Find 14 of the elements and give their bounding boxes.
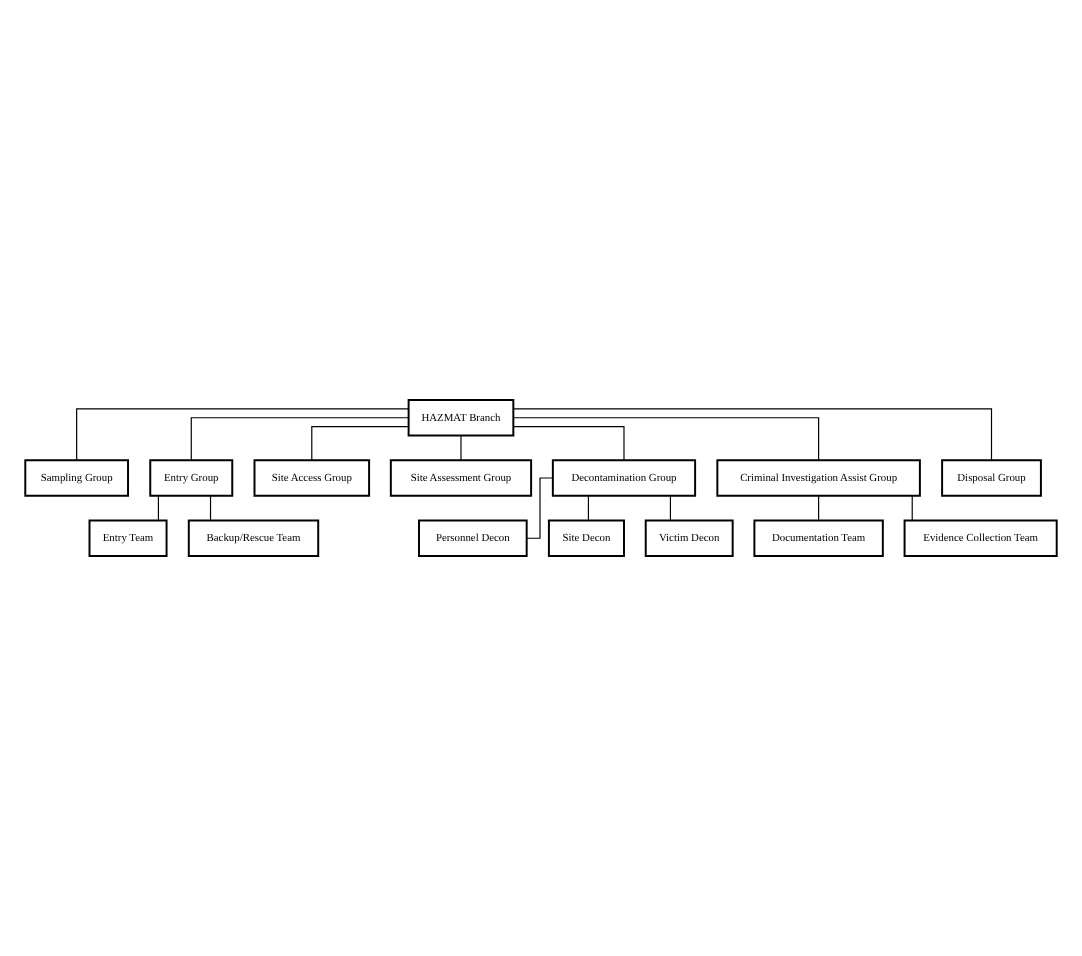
connector bbox=[911, 495, 913, 521]
connector bbox=[587, 495, 589, 521]
connector bbox=[669, 495, 671, 521]
connector bbox=[311, 426, 409, 461]
connector bbox=[818, 495, 820, 521]
connector bbox=[512, 426, 625, 461]
connector bbox=[157, 495, 159, 521]
connector bbox=[209, 495, 212, 521]
connector bbox=[76, 408, 409, 461]
connector bbox=[512, 417, 820, 461]
connector bbox=[190, 417, 409, 461]
connector bbox=[513, 408, 993, 461]
connector bbox=[526, 477, 554, 539]
connector bbox=[460, 435, 462, 461]
